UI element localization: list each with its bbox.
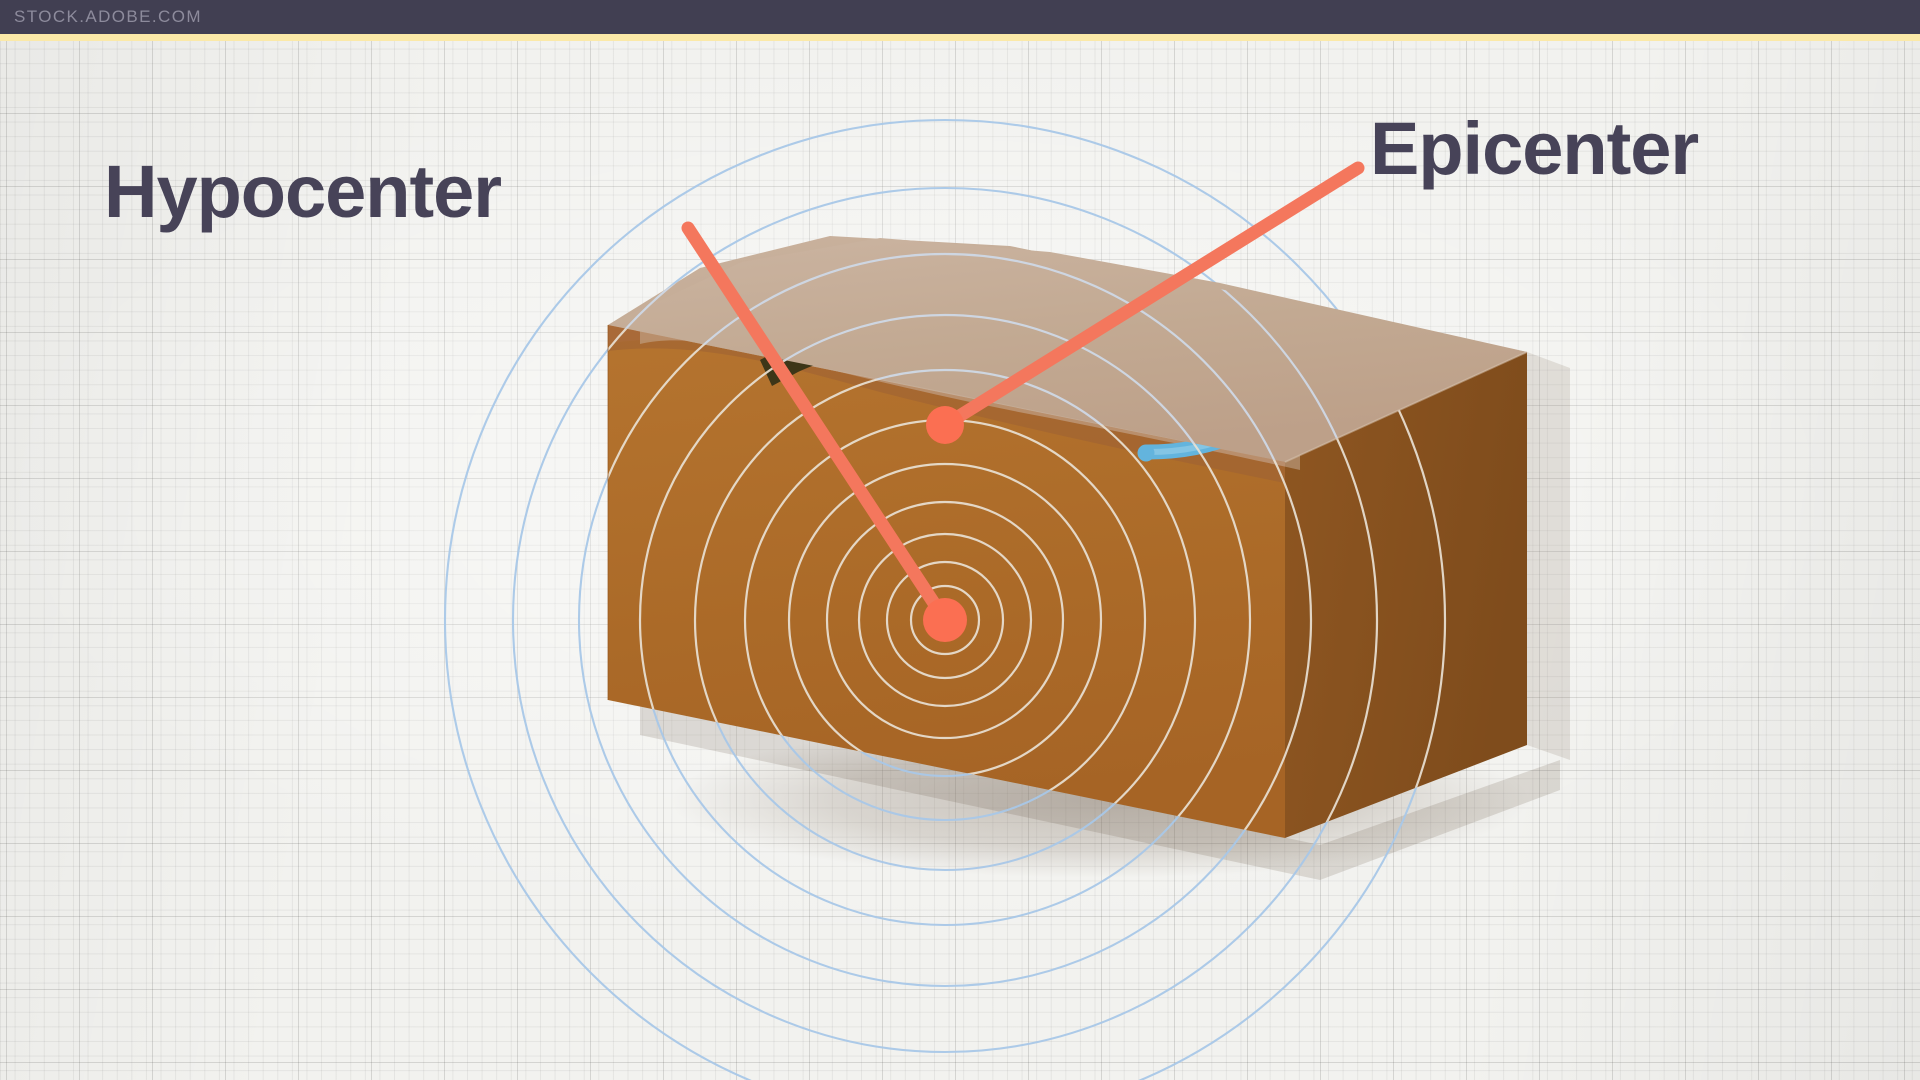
stock-watermark-accent-strip: [0, 34, 1920, 41]
stock-watermark-text: STOCK.ADOBE.COM: [14, 7, 202, 26]
block-front-face: [608, 325, 1285, 838]
epicenter-dot: [926, 406, 964, 444]
crustal-block: [607, 236, 1528, 838]
hypocenter-leader-line: [681, 221, 952, 627]
hypocenter-label: Hypocenter: [104, 150, 502, 233]
stock-watermark-bar: STOCK.ADOBE.COM: [0, 0, 1920, 34]
epicenter-leader-line: [938, 161, 1365, 432]
hypocenter-dot: [923, 598, 967, 642]
block-right-face: [1285, 352, 1527, 838]
epicenter-label: Epicenter: [1370, 107, 1699, 190]
